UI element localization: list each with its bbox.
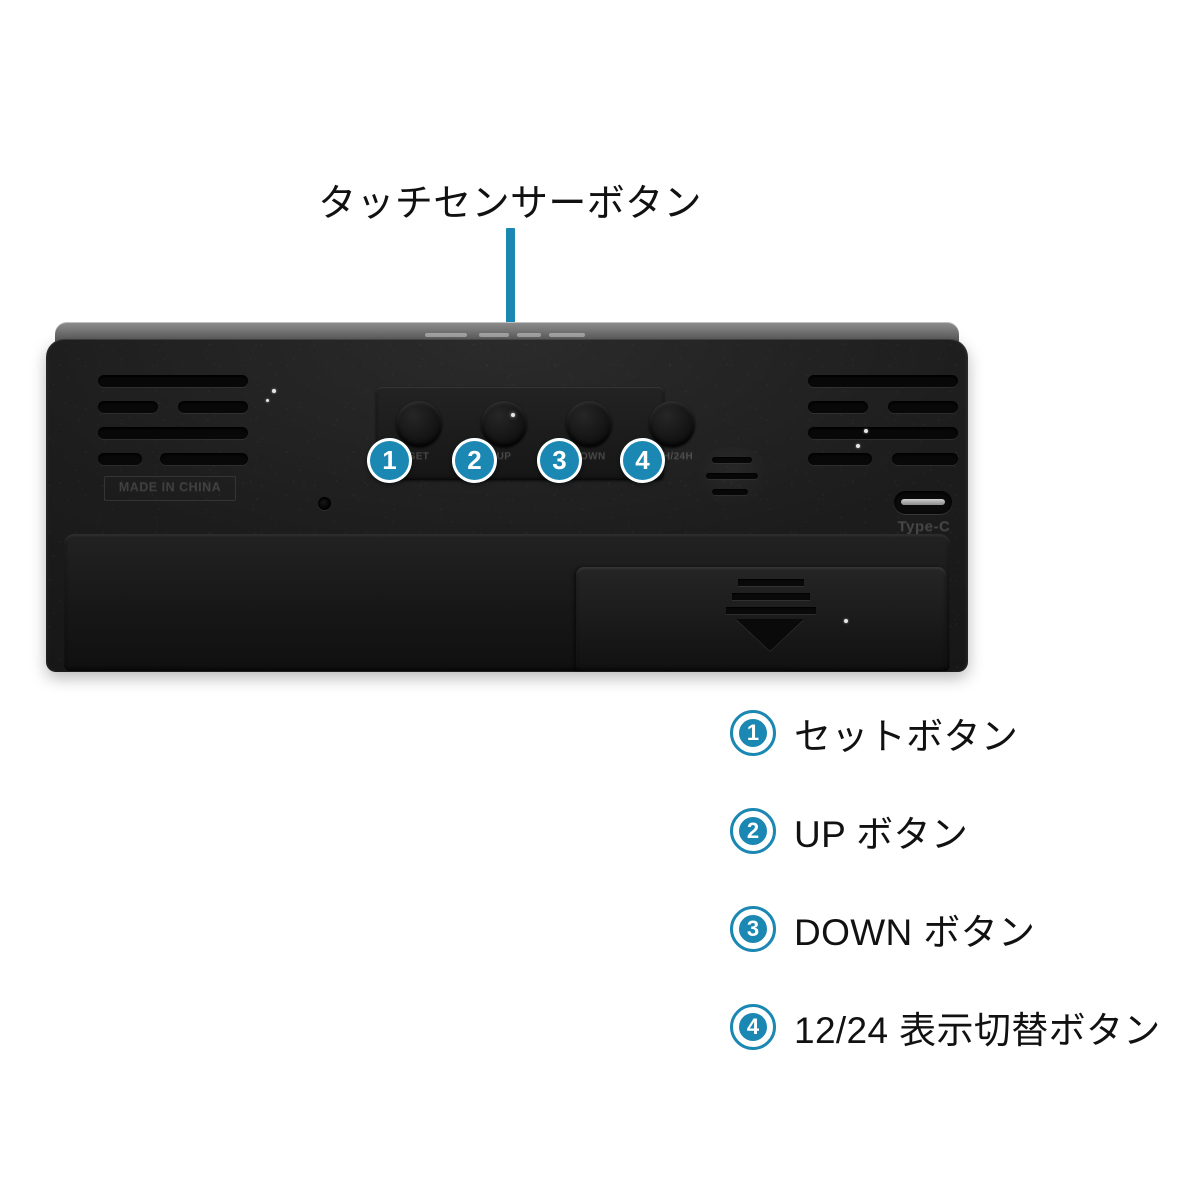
highlight-speck [272,389,276,393]
legend-badge-3: 3 [730,906,776,952]
device-marker-3[interactable]: 3 [537,438,582,483]
touch-sensor-mark[interactable] [549,333,585,337]
hour-mode-button[interactable] [649,401,695,447]
legend-list: 1 セットボタン 2 UP ボタン 3 DOWN ボタン 4 12/24 表示切… [730,700,1200,1092]
highlight-speck [864,429,868,433]
device-rear-panel-image: MADE IN CHINA SET UP DOWN 12H/24H [46,322,968,672]
set-button[interactable] [396,401,442,447]
highlight-speck [856,444,860,448]
vent-slot [808,375,958,387]
vent-slot [712,457,752,463]
grip-ridge [738,579,804,586]
legend-badge-1: 1 [730,710,776,756]
highlight-speck [844,619,848,623]
device-marker-1[interactable]: 1 [367,438,412,483]
legend-item-down[interactable]: 3 DOWN ボタン [730,896,1200,962]
vent-slot [178,401,248,413]
vent-slot [808,453,872,465]
legend-label: DOWN ボタン [794,912,1036,953]
vent-slot [98,401,158,413]
grip-ridge [732,593,810,600]
legend-badge-4: 4 [730,1004,776,1050]
legend-badge-number: 2 [746,818,760,843]
touch-sensor-mark[interactable] [425,333,467,337]
device-body: MADE IN CHINA SET UP DOWN 12H/24H [46,339,968,672]
vent-slot [98,427,248,439]
usb-type-c-port[interactable] [894,491,952,514]
highlight-speck [266,399,269,402]
vent-slot [98,453,142,465]
up-button[interactable] [481,401,527,447]
leader-line-icon [506,228,515,340]
legend-badge-number: 4 [746,1014,760,1039]
vent-slot [160,453,248,465]
vent-slot [712,489,748,495]
open-arrow-icon [736,619,804,651]
device-marker-4[interactable]: 4 [620,438,665,483]
legend-label: UP ボタン [794,814,969,855]
legend-badge-number: 3 [746,916,760,941]
legend-label: セットボタン [794,716,1019,757]
vent-slot [98,375,248,387]
vent-slot [808,401,868,413]
usb-type-c-label: Type-C [897,518,951,535]
grip-ridge [726,607,816,614]
made-in-china-label: MADE IN CHINA [104,476,236,501]
vent-slot [706,473,758,479]
down-button-molded-label: DOWN [572,451,606,462]
up-button-molded-label: UP [496,451,512,462]
touch-sensor-mark[interactable] [479,333,509,337]
indicator-led [511,413,515,417]
vent-slot [808,427,958,439]
legend-badge-number: 1 [746,720,760,745]
touch-sensor-mark[interactable] [517,333,541,337]
vent-slot [892,453,958,465]
hour-mode-button-molded-label: 12H/24H [650,451,694,462]
button-pad: SET UP DOWN 12H/24H [376,387,695,480]
legend-item-set[interactable]: 1 セットボタン [730,700,1200,766]
legend-badge-2: 2 [730,808,776,854]
battery-compartment-door[interactable] [576,567,946,671]
screw-hole [318,497,331,510]
vent-slot [888,401,958,413]
set-button-molded-label: SET [408,451,430,462]
legend-item-up[interactable]: 2 UP ボタン [730,798,1200,864]
down-button[interactable] [566,401,612,447]
legend-label: 12/24 表示切替ボタン [794,1010,1161,1051]
legend-item-hour-mode[interactable]: 4 12/24 表示切替ボタン [730,994,1200,1060]
device-marker-2[interactable]: 2 [452,438,497,483]
speaker-vent-area [694,447,772,507]
callout-title: タッチセンサーボタン [318,183,702,225]
